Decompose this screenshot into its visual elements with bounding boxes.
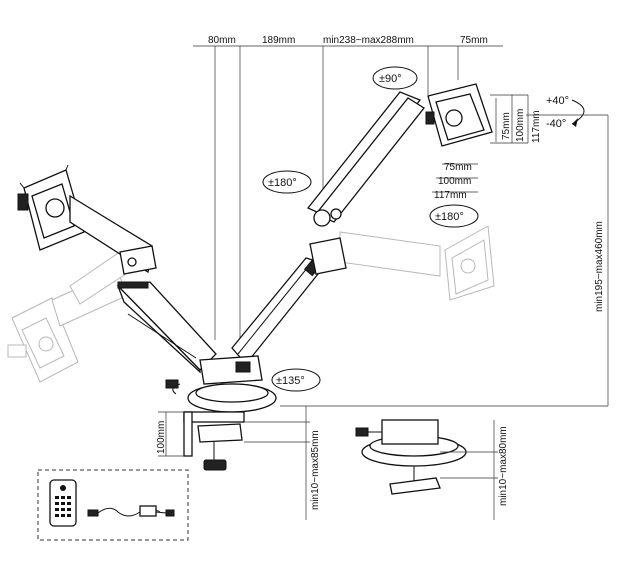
desk-clamp-icon	[158, 406, 310, 520]
dim-clamp-range: min10~max85mm	[310, 430, 321, 510]
dim-arm-length: min238~max288mm	[323, 35, 414, 46]
accessories-box	[37, 469, 189, 541]
rotate-90-label: ±90°	[379, 73, 402, 85]
dim-117mm-vertical: 117mm	[531, 110, 542, 143]
usb-cable-icon	[87, 505, 175, 517]
height-range-line	[280, 114, 609, 407]
dim-117mm-horizontal: 117mm	[434, 190, 467, 201]
right-upper-arm	[306, 91, 425, 227]
rotate-135-arrow-icon	[271, 368, 321, 392]
rotate-180-left-label: ±180°	[268, 177, 297, 189]
rotate-180-right-arrow-icon	[429, 204, 479, 228]
dim-75mm-horizontal: 75mm	[444, 162, 472, 173]
right-plate-dimensions	[432, 94, 529, 193]
dim-grommet-range: min10~max80mm	[498, 426, 509, 506]
base-post	[165, 355, 277, 413]
dim-height-range: min195~max460mm	[594, 221, 605, 312]
tilt-arrow-icon	[571, 99, 585, 127]
tilt-down-label: -40°	[546, 118, 566, 130]
grommet-mount-icon	[355, 419, 498, 520]
dim-75mm-vertical: 75mm	[501, 112, 512, 140]
left-lower-arm	[116, 281, 217, 374]
dim-189mm: 189mm	[262, 35, 295, 46]
dim-clamp-height: 100mm	[156, 421, 167, 454]
rotate-180-right-label: ±180°	[435, 211, 464, 223]
rotate-90-arrow-icon	[372, 66, 418, 90]
top-dimension-lines	[193, 45, 503, 340]
right-lower-arm	[231, 237, 347, 366]
left-upper-arm	[69, 194, 157, 275]
rotate-180-left-arrow-icon	[262, 170, 312, 194]
left-monitor-plate	[17, 164, 85, 251]
remote-control-icon	[49, 479, 77, 527]
dim-100mm-horizontal: 100mm	[438, 176, 471, 187]
dim-100mm-vertical: 100mm	[515, 109, 526, 142]
right-monitor-plate	[425, 83, 493, 147]
dim-80mm: 80mm	[208, 35, 236, 46]
tilt-up-label: +40°	[546, 95, 569, 107]
ghost-right-monitor	[339, 225, 495, 301]
rotate-135-label: ±135°	[276, 375, 305, 387]
dim-75mm-top: 75mm	[460, 35, 488, 46]
